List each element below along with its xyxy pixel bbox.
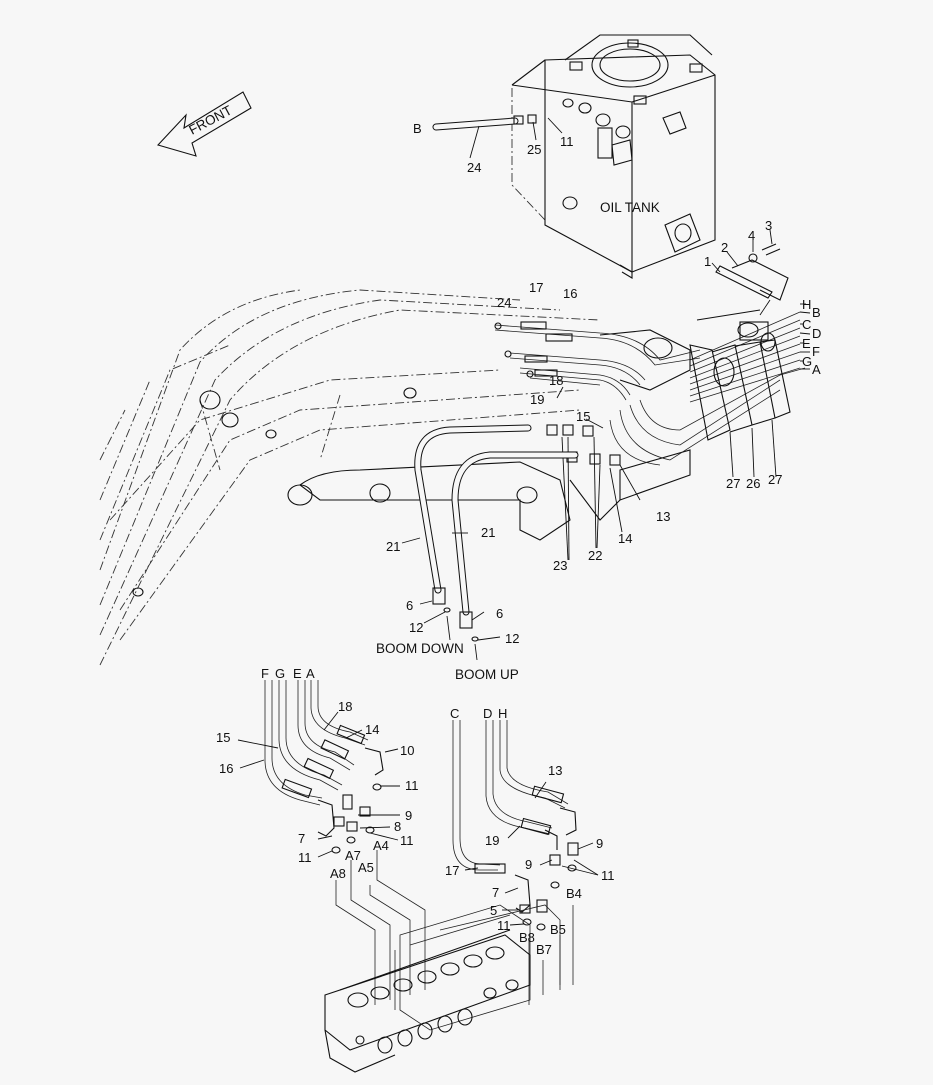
callout-12-left: 12 [409, 620, 423, 635]
port-G-right: G [802, 354, 812, 369]
lower-left-hoses [237, 680, 400, 858]
callout-7-right: 7 [492, 885, 499, 900]
boom-hoses-21 [401, 424, 579, 661]
callout-18-top: 18 [549, 373, 563, 388]
front-arrow-icon: FRONT [156, 91, 252, 157]
control-valve-block [324, 929, 531, 1073]
callout-8: 8 [394, 819, 401, 834]
callout-9-right: 9 [596, 836, 603, 851]
callout-numbers: 1 2 3 4 24 25 11 17 16 24 18 19 15 27 26… [216, 134, 782, 933]
callout-9-lowA: 9 [405, 808, 412, 823]
callout-19-low: 19 [485, 833, 499, 848]
callout-6-left: 6 [406, 598, 413, 613]
lower-right-hoses [452, 720, 599, 931]
callout-21-right: 21 [481, 525, 495, 540]
callout-23: 23 [553, 558, 567, 573]
valve-port-A5: A5 [358, 860, 374, 875]
return-hose-24 [432, 114, 563, 159]
callout-4: 4 [748, 228, 755, 243]
callout-13-top: 13 [656, 509, 670, 524]
callout-12-right: 12 [505, 631, 519, 646]
callout-19-top: 19 [530, 392, 544, 407]
callout-17-top: 17 [529, 280, 543, 295]
valve-port-labels: A7 A4 A5 A8 B4 B5 B8 B7 [330, 838, 582, 957]
port-H-low: H [498, 706, 507, 721]
port-D-low: D [483, 706, 492, 721]
callout-11-lowA: 11 [405, 778, 419, 793]
callout-14-top: 14 [618, 531, 632, 546]
port-A-right: A [812, 362, 821, 377]
boom-outline [99, 289, 601, 666]
callout-24-top: 24 [467, 160, 481, 175]
port-C-right: C [802, 317, 811, 332]
port-C-low: C [450, 706, 459, 721]
valve-port-A4: A4 [373, 838, 389, 853]
callout-15-low: 15 [216, 730, 230, 745]
callout-25: 25 [527, 142, 541, 157]
valve-port-B8: B8 [519, 930, 535, 945]
callout-6-right: 6 [496, 606, 503, 621]
callout-10: 10 [400, 743, 414, 758]
callout-27-right: 27 [768, 472, 782, 487]
oil-tank-label: OIL TANK [600, 200, 660, 215]
port-letter-leaders-right [799, 303, 811, 370]
port-B-right: B [812, 305, 821, 320]
valve-port-B4: B4 [566, 886, 582, 901]
callout-11-right: 11 [601, 868, 615, 883]
port-G-low: G [275, 666, 285, 681]
valve-port-B5: B5 [550, 922, 566, 937]
callout-26: 26 [746, 476, 760, 491]
callout-13-low: 13 [548, 763, 562, 778]
callout-18-low: 18 [338, 699, 352, 714]
port-A-low: A [306, 666, 315, 681]
boom-down-label: BOOM DOWN [376, 641, 464, 656]
callout-16-top: 16 [563, 286, 577, 301]
port-B-tank: B [413, 121, 422, 136]
right-hose-bundle [609, 309, 806, 478]
callout-9-mid: 9 [525, 857, 532, 872]
port-F-low: F [261, 666, 269, 681]
callout-15-top: 15 [576, 409, 590, 424]
valve-port-A7: A7 [345, 848, 361, 863]
callout-17-low: 17 [445, 863, 459, 878]
callout-21-left: 21 [386, 539, 400, 554]
callout-2: 2 [721, 240, 728, 255]
port-letters: B H B C D E F G A F G E A C D H [261, 121, 821, 721]
valve-routing-lines [335, 850, 574, 1031]
callout-24-mid: 24 [497, 295, 511, 310]
callout-1: 1 [704, 254, 711, 269]
boom-pivot-structure [132, 329, 691, 597]
callout-14-low: 14 [365, 722, 379, 737]
port-F-right: F [812, 344, 820, 359]
callout-11-top: 11 [560, 134, 574, 149]
callout-11-lowC: 11 [298, 850, 312, 865]
port-E-right: E [802, 336, 811, 351]
clamp-assembly [711, 229, 789, 316]
callout-5: 5 [490, 903, 497, 918]
port-D-right: D [812, 326, 821, 341]
port-H-right: H [802, 297, 811, 312]
callout-27-left: 27 [726, 476, 740, 491]
callout-11-lowB: 11 [400, 833, 414, 848]
callout-16-low: 16 [219, 761, 233, 776]
callout-7-left: 7 [298, 831, 305, 846]
callout-3: 3 [765, 218, 772, 233]
upper-hose-bundle [494, 321, 701, 401]
boom-up-label: BOOM UP [455, 667, 519, 682]
callout-22: 22 [588, 548, 602, 563]
oil-tank: OIL TANK [511, 34, 716, 279]
port-E-low: E [293, 666, 302, 681]
callout-11-lowD: 11 [497, 918, 511, 933]
valve-port-B7: B7 [536, 942, 552, 957]
valve-port-A8: A8 [330, 866, 346, 881]
